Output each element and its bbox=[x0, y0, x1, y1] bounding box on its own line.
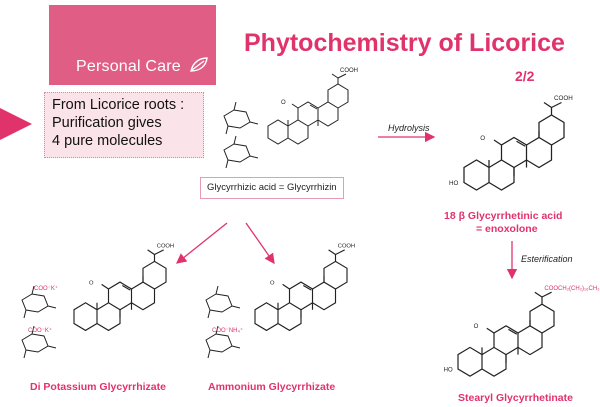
stearyl-structure: COOCH₂(CH₂)₁₆CH₃ O HO bbox=[444, 286, 600, 377]
svg-text:O: O bbox=[281, 100, 286, 106]
page-title: Phytochemistry of Licorice bbox=[244, 29, 565, 57]
glycyrrhizin-sugar-2 bbox=[223, 135, 259, 169]
glycyrrhizin-structure: COOH O bbox=[267, 68, 358, 145]
glycyrrhizin-label-box bbox=[200, 177, 344, 199]
enoxolone-label-line2: = enoxolone bbox=[476, 223, 538, 235]
enoxolone-structure: COOH O HO bbox=[449, 95, 573, 191]
source-box bbox=[44, 92, 204, 158]
hydrolysis-label: Hydrolysis bbox=[388, 123, 430, 133]
glycyrrhizin-sugar-1 bbox=[223, 101, 259, 135]
svg-text:COOH: COOH bbox=[157, 244, 174, 250]
enoxolone-label-line1: 18 β Glycyrrhetinic acid bbox=[444, 210, 563, 222]
source-line: Purification gives bbox=[52, 115, 162, 131]
stearyl-label: Stearyl Glycyrrhetinate bbox=[458, 392, 573, 404]
svg-text:O: O bbox=[89, 280, 94, 286]
source-text: From Licorice roots : Purification gives… bbox=[52, 96, 184, 150]
brand-label: Personal Care bbox=[76, 58, 181, 75]
esterification-label: Esterification bbox=[521, 254, 573, 264]
dipotassium-label: Di Potassium Glycyrrhizate bbox=[30, 381, 166, 393]
svg-text:HO: HO bbox=[444, 367, 453, 373]
source-line: 4 pure molecules bbox=[52, 133, 163, 149]
svg-text:COOH: COOH bbox=[338, 244, 355, 250]
svg-text:O: O bbox=[270, 280, 275, 286]
page-indicator: 2/2 bbox=[515, 68, 535, 84]
arrow-to-ammonium bbox=[245, 222, 275, 265]
source-line: From Licorice roots : bbox=[52, 97, 185, 113]
ammonium-structure: COOH O bbox=[254, 244, 355, 331]
arrow-to-dipotassium bbox=[175, 222, 228, 264]
coo-k-label-1: COO⁻K⁺ bbox=[34, 285, 58, 292]
ammonium-sugar-1 bbox=[205, 285, 241, 319]
coo-k-label-2: COO⁻K⁺ bbox=[28, 327, 52, 334]
glycyrrhizin-label: Glycyrrhizic acid = Glycyrrhizin bbox=[207, 182, 337, 193]
svg-text:HO: HO bbox=[449, 180, 459, 187]
ammonium-label: Ammonium Glycyrrhizate bbox=[208, 381, 336, 393]
svg-text:COOH: COOH bbox=[554, 95, 573, 102]
svg-text:O: O bbox=[474, 324, 479, 330]
dipotassium-structure: COOH O bbox=[73, 244, 174, 331]
brand-box bbox=[49, 5, 216, 85]
coo-nh4-label: COO⁻NH₄⁺ bbox=[212, 327, 243, 334]
svg-text:COOH: COOH bbox=[340, 68, 358, 74]
svg-text:O: O bbox=[480, 135, 485, 142]
svg-text:COOCH₂(CH₂)₁₆CH₃: COOCH₂(CH₂)₁₆CH₃ bbox=[544, 286, 600, 292]
